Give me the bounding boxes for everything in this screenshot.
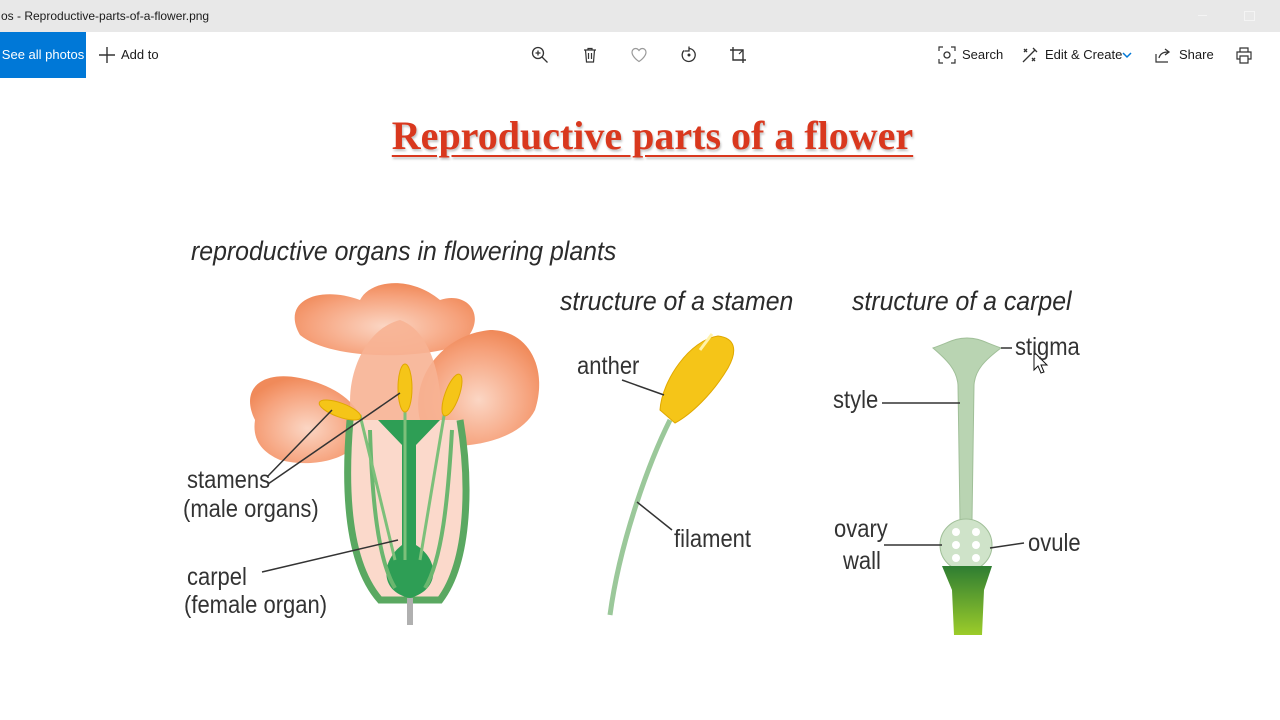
section-heading-stamen: structure of a stamen (560, 286, 794, 316)
photos-toolbar: See all photos Add to (0, 32, 1280, 78)
label-male-organs: (male organs) (183, 495, 319, 523)
window-title: os - Reproductive-parts-of-a-flower.png (1, 9, 210, 23)
favorite-button[interactable] (621, 32, 657, 78)
maximize-icon (1244, 11, 1255, 21)
rotate-icon (681, 46, 696, 63)
carpel-diagram (882, 337, 1025, 635)
stamen-diagram (607, 333, 735, 616)
chevron-down-icon (1122, 52, 1132, 59)
section-heading-carpel: structure of a carpel (852, 286, 1072, 316)
delete-button[interactable] (572, 32, 608, 78)
window-titlebar: os - Reproductive-parts-of-a-flower.png (0, 0, 1280, 32)
print-button[interactable] (1226, 32, 1262, 78)
filament-leader-line (636, 501, 673, 531)
label-stigma: stigma (1015, 333, 1080, 361)
favorite-icon (631, 47, 647, 63)
rotate-button[interactable] (671, 32, 707, 78)
image-title: Reproductive parts of a flower (391, 113, 914, 158)
edit-create-label: Edit & Create (1045, 47, 1123, 62)
search-label: Search (962, 47, 1004, 62)
label-filament: filament (674, 525, 752, 553)
delete-icon (584, 47, 596, 63)
ovule-leader-line (989, 542, 1025, 549)
label-anther: anther (577, 352, 640, 380)
crop-icon (730, 47, 746, 63)
label-stamens: stamens (187, 466, 271, 494)
see-all-photos-button[interactable]: See all photos (0, 32, 86, 78)
zoom-button[interactable] (522, 32, 558, 78)
label-ovule: ovule (1028, 529, 1081, 557)
add-to-label: Add to (121, 47, 159, 62)
add-to-button[interactable]: Add to (96, 32, 166, 78)
label-wall: wall (843, 547, 881, 575)
section-heading-flower: reproductive organs in flowering plants (191, 236, 617, 266)
minimize-button[interactable] (1180, 0, 1226, 32)
flower-stamens (318, 363, 463, 561)
visual-search-icon (938, 46, 956, 64)
edit-create-icon (1022, 47, 1038, 63)
label-female-organ: (female organ) (184, 591, 328, 619)
label-carpel: carpel (187, 563, 247, 591)
zoom-in-icon (531, 46, 548, 63)
share-icon (1155, 48, 1171, 63)
search-button[interactable]: Search (937, 32, 1004, 78)
edit-create-button[interactable]: Edit & Create (1020, 32, 1136, 78)
anther-leader-line (621, 379, 665, 396)
add-icon (99, 47, 115, 63)
share-button[interactable]: Share (1154, 32, 1214, 78)
mouse-cursor-icon (1033, 350, 1049, 374)
label-ovary: ovary (834, 515, 888, 543)
stamens-leader-line (267, 392, 401, 485)
label-style: style (833, 386, 879, 414)
print-icon (1236, 47, 1252, 64)
carpel-leader-line (261, 539, 399, 573)
maximize-button[interactable] (1226, 0, 1272, 32)
share-label: Share (1179, 47, 1214, 62)
minimize-icon (1198, 15, 1207, 16)
crop-button[interactable] (720, 32, 756, 78)
